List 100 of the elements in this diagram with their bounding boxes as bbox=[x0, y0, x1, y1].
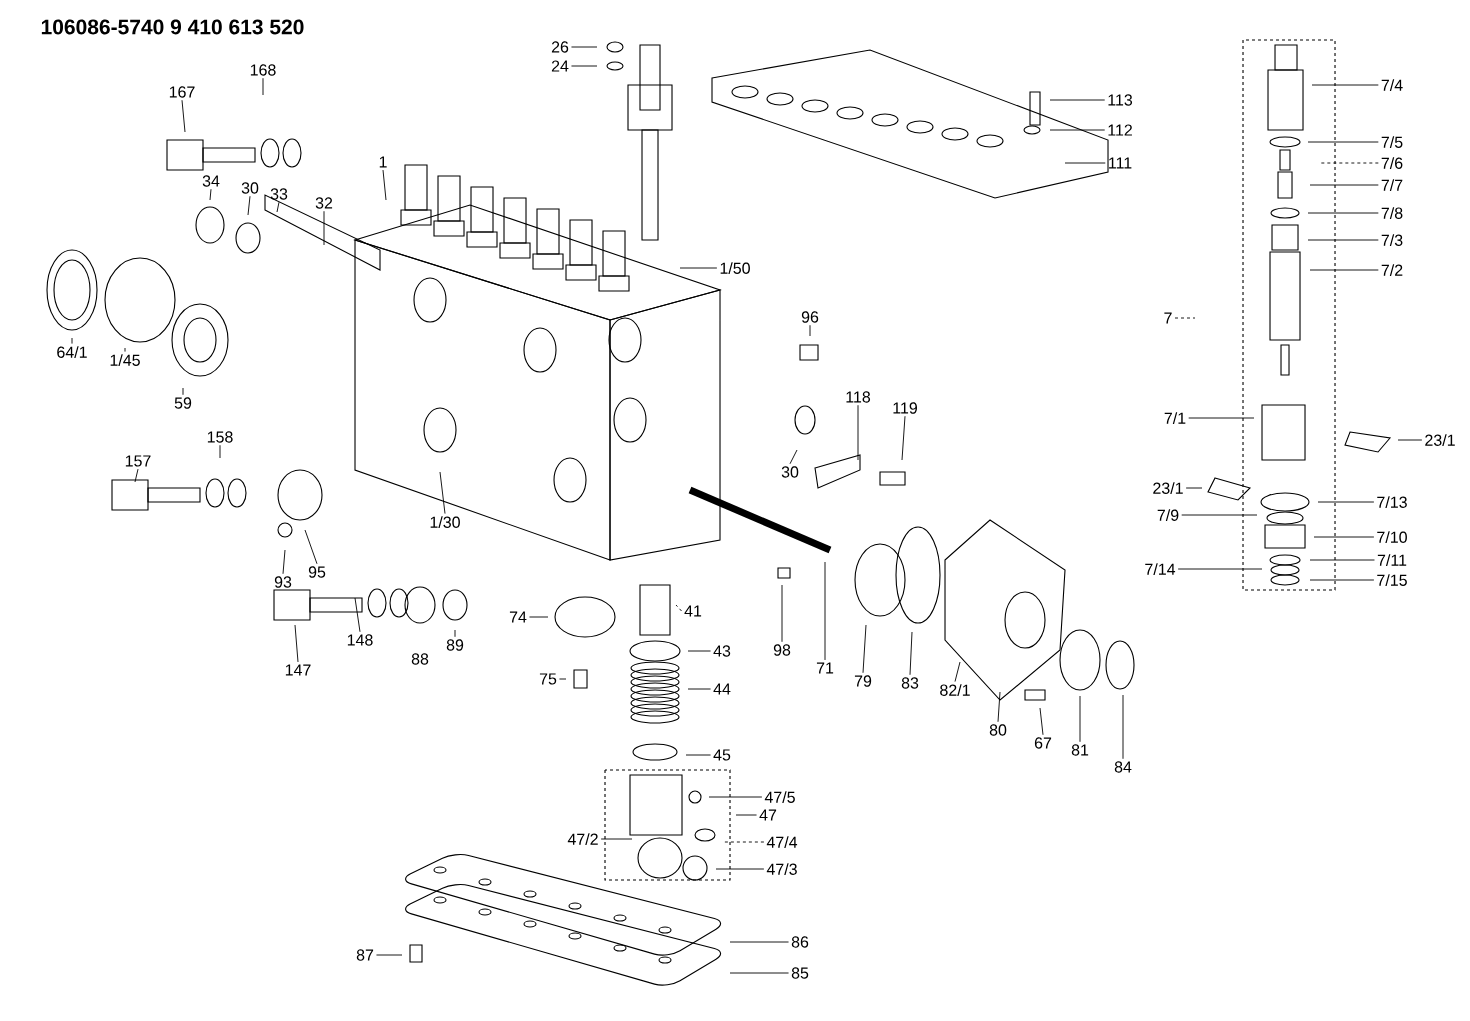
leader-line bbox=[1181, 514, 1258, 516]
leader-line bbox=[687, 688, 711, 690]
callout-number: 113 bbox=[1108, 94, 1133, 106]
leader-line bbox=[529, 616, 549, 618]
callout-number: 88 bbox=[411, 653, 429, 665]
leader-line bbox=[824, 561, 826, 661]
leader-line bbox=[1309, 184, 1379, 186]
callout-number: 30 bbox=[781, 466, 799, 478]
leader-line bbox=[685, 754, 711, 756]
callout-number: 7/2 bbox=[1381, 264, 1403, 276]
leader-line bbox=[124, 347, 126, 353]
leader-line bbox=[715, 868, 765, 870]
leader-line bbox=[182, 387, 184, 396]
callout-number: 84 bbox=[1114, 761, 1132, 773]
callout-number: 41 bbox=[684, 605, 702, 617]
callout-number: 1/30 bbox=[430, 516, 460, 528]
callout-number: 89 bbox=[446, 639, 464, 651]
leader-line bbox=[1188, 417, 1255, 419]
leader-line bbox=[809, 324, 811, 337]
leader-line bbox=[134, 468, 139, 483]
callout-number: 32 bbox=[315, 197, 333, 209]
callout-number: 86 bbox=[791, 936, 809, 948]
leader-line bbox=[901, 415, 906, 461]
leader-line bbox=[71, 337, 73, 345]
leader-line bbox=[954, 661, 961, 683]
callout-number: 7/11 bbox=[1377, 554, 1407, 566]
callout-number: 158 bbox=[207, 431, 233, 443]
callout-number: 79 bbox=[854, 675, 872, 687]
leader-line bbox=[735, 814, 757, 816]
callout-number: 82/1 bbox=[940, 684, 970, 696]
leader-line bbox=[1079, 695, 1081, 743]
leader-line bbox=[1064, 162, 1106, 164]
leader-line bbox=[439, 471, 446, 515]
leader-line bbox=[382, 169, 387, 201]
leader-line bbox=[1177, 568, 1263, 570]
leader-line bbox=[1307, 239, 1379, 241]
leader-line bbox=[1309, 579, 1375, 581]
leader-line bbox=[262, 77, 264, 96]
callout-number: 24 bbox=[551, 60, 569, 72]
leader-line bbox=[209, 188, 212, 201]
leader-line bbox=[1122, 694, 1124, 760]
callout-number: 23/1 bbox=[1425, 434, 1455, 446]
leader-line bbox=[354, 597, 361, 633]
callout-number: 96 bbox=[801, 311, 819, 323]
callout-number: 7/15 bbox=[1377, 574, 1407, 586]
callout-number: 87 bbox=[356, 949, 374, 961]
leader-line bbox=[304, 529, 318, 565]
callout-number: 1 bbox=[379, 156, 387, 168]
callout-number: 45 bbox=[713, 749, 731, 761]
leader-line bbox=[1313, 536, 1375, 538]
callout-number: 148 bbox=[347, 634, 373, 646]
callout-number: 33 bbox=[270, 188, 288, 200]
callout-number: 7/7 bbox=[1381, 179, 1403, 191]
callout-number: 47/5 bbox=[764, 791, 795, 803]
callout-number: 23/1 bbox=[1153, 482, 1183, 494]
callout-number: 93 bbox=[274, 576, 292, 588]
leader-line bbox=[789, 449, 798, 465]
callout-number: 147 bbox=[285, 664, 311, 676]
callout-number: 7/10 bbox=[1377, 531, 1407, 543]
leader-line bbox=[1309, 559, 1375, 561]
leader-line bbox=[282, 549, 286, 575]
leader-line bbox=[600, 838, 633, 840]
leader-line bbox=[729, 941, 789, 943]
leader-line bbox=[687, 650, 711, 652]
callout-number: 157 bbox=[125, 455, 151, 467]
callout-number: 47 bbox=[759, 809, 777, 821]
leader-line bbox=[722, 841, 765, 843]
leader-line bbox=[181, 99, 186, 133]
leader-line bbox=[729, 972, 789, 974]
leader-line bbox=[323, 210, 325, 246]
callout-number: 47/3 bbox=[766, 863, 797, 875]
leader-line bbox=[857, 404, 859, 461]
callout-number: 44 bbox=[713, 683, 731, 695]
leader-line bbox=[571, 46, 598, 48]
callout-number: 67 bbox=[1034, 737, 1052, 749]
leader-line bbox=[454, 629, 456, 638]
callout-number: 7/13 bbox=[1377, 496, 1407, 508]
leader-line bbox=[1039, 707, 1044, 736]
callout-number: 7/6 bbox=[1381, 157, 1403, 169]
leader-line bbox=[1311, 84, 1379, 86]
callout-number: 47/4 bbox=[766, 836, 798, 848]
callout-number: 98 bbox=[773, 644, 791, 656]
callout-number: 1/45 bbox=[110, 354, 140, 366]
callout-number: 111 bbox=[1109, 157, 1132, 169]
leader-line bbox=[1309, 269, 1379, 271]
callout-number: 85 bbox=[791, 967, 809, 979]
leader-line bbox=[862, 624, 867, 674]
callout-number: 59 bbox=[174, 397, 192, 409]
callout-number: 119 bbox=[893, 402, 917, 414]
callout-number: 83 bbox=[901, 677, 919, 689]
leader-line bbox=[1397, 439, 1423, 441]
callout-number: 118 bbox=[846, 391, 871, 403]
leader-line bbox=[247, 195, 251, 216]
callout-number: 1/50 bbox=[720, 262, 750, 274]
leader-line bbox=[1317, 501, 1375, 503]
callout-number: 7 bbox=[1164, 312, 1172, 324]
callout-number: 64/1 bbox=[57, 346, 87, 358]
leader-line bbox=[1174, 317, 1196, 319]
callout-number: 7/8 bbox=[1381, 207, 1403, 219]
leader-line bbox=[1049, 99, 1106, 101]
